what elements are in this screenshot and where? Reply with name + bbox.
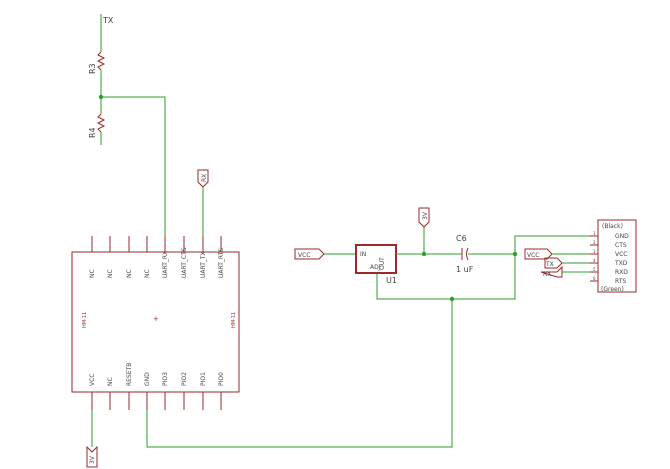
- module-bottom-pin-label-5: PIO2: [181, 372, 188, 386]
- junction-out: [421, 251, 427, 257]
- module-bottom-pin-label-3: GND: [144, 372, 151, 386]
- wire-divider-to-uart-rx: [101, 96, 166, 251]
- junction-cap-rail: [512, 251, 518, 257]
- svg-text:3V: 3V: [89, 455, 96, 464]
- svg-text:3V: 3V: [422, 211, 429, 220]
- net-flag-vcc-left: VCC: [294, 248, 325, 260]
- resistor-r3: [96, 51, 106, 71]
- connector-pins: 1 GND 2 CTS 3 VCC 4 TXD 5 RXD 6 RTS: [590, 231, 629, 285]
- svg-text:RX: RX: [543, 271, 551, 278]
- connector-pin-number-3: 3: [593, 249, 596, 254]
- svg-text:TX: TX: [545, 261, 554, 268]
- connector-bottom-label: (Green): [601, 286, 624, 293]
- connector-pin-label-3: VCC: [615, 251, 627, 258]
- module-top-pin-label-4: UART_RX: [162, 251, 169, 278]
- connector-pin-number-5: 5: [593, 267, 596, 272]
- connector-pin-number-1: 1: [593, 231, 596, 236]
- connector-pin-number-6: 6: [593, 276, 596, 281]
- connector-pin-number-4: 4: [593, 258, 596, 263]
- capacitor-c6: [461, 247, 469, 261]
- svg-text:RX: RX: [201, 174, 208, 182]
- net-flag-3v-top: 3V: [418, 207, 430, 228]
- net-flag-vcc-conn: VCC: [524, 248, 553, 260]
- module-label-right: HM-11: [231, 312, 237, 328]
- connector-pin-label-2: CTS: [615, 242, 627, 249]
- resistor-r4: [96, 113, 106, 133]
- module-bottom-pin-label-1: NC: [107, 377, 114, 386]
- svg-text:VCC: VCC: [298, 252, 310, 259]
- connector-top-label: (Black): [602, 223, 623, 230]
- regulator-adj-label: ADJ: [370, 264, 381, 271]
- module-bottom-pin-label-6: PIO1: [200, 372, 207, 386]
- regulator-ref-label: U1: [386, 276, 397, 285]
- module-bottom-pin-label-4: PIO3: [162, 372, 169, 386]
- module-label-left: HM-11: [82, 312, 88, 328]
- connector-pin-label-1: GND: [615, 233, 629, 240]
- regulator-out-label: OUT: [379, 257, 386, 270]
- net-label-tx-top: TX: [102, 16, 114, 25]
- net-flag-rx-conn: RX: [540, 265, 563, 278]
- module-top-pin-label-6: UART_TX: [200, 251, 207, 278]
- module-top-pin-label-2: NC: [126, 269, 133, 278]
- module-bottom-pins: VCC NC RESETB GND PIO3 PIO2 PIO1 PIO0: [89, 363, 225, 410]
- connector-pin-number-2: 2: [593, 240, 596, 245]
- module-top-pin-label-1: NC: [107, 269, 114, 278]
- module-top-pin-label-7: UART_RTS: [218, 248, 225, 278]
- module-bottom-pin-label-7: PIO0: [218, 372, 225, 386]
- regulator-in-label: IN: [360, 251, 366, 258]
- connector-pin-label-6: RTS: [615, 278, 626, 285]
- net-flag-tx-conn: TX: [544, 257, 563, 269]
- regulator-u1: [355, 244, 397, 274]
- net-flag-rx: RX: [197, 169, 209, 188]
- capacitor-value-label: 1 uF: [456, 265, 474, 274]
- hm11-module-body: [71, 251, 240, 393]
- module-center-mark: +: [153, 315, 159, 323]
- svg-text:VCC: VCC: [527, 252, 539, 259]
- net-flag-3v-bottom: 3V: [86, 445, 98, 468]
- module-top-pin-label-3: NC: [144, 269, 151, 278]
- resistor-r4-label: R4: [88, 127, 97, 138]
- module-bottom-pin-label-2: RESETB: [126, 363, 133, 386]
- connector-pin-label-4: TXD: [614, 260, 628, 267]
- module-top-pin-label-0: NC: [89, 269, 96, 278]
- module-top-pins: NC NC NC NC UART_RX UART_CTS UART_TX UART_RTS: [89, 236, 225, 278]
- ftdi-connector-body: [597, 219, 637, 293]
- module-top-pin-label-5: UART_CTS: [181, 247, 188, 278]
- junction-gnd: [449, 296, 455, 302]
- connector-pin-label-5: RXD: [615, 269, 628, 276]
- capacitor-ref-label: C6: [456, 234, 467, 243]
- wire-gnd-rail: [146, 299, 453, 448]
- module-bottom-pin-label-0: VCC: [89, 374, 96, 386]
- resistor-r3-label: R3: [88, 63, 97, 74]
- wire-adj-gnd-rail: [376, 235, 590, 300]
